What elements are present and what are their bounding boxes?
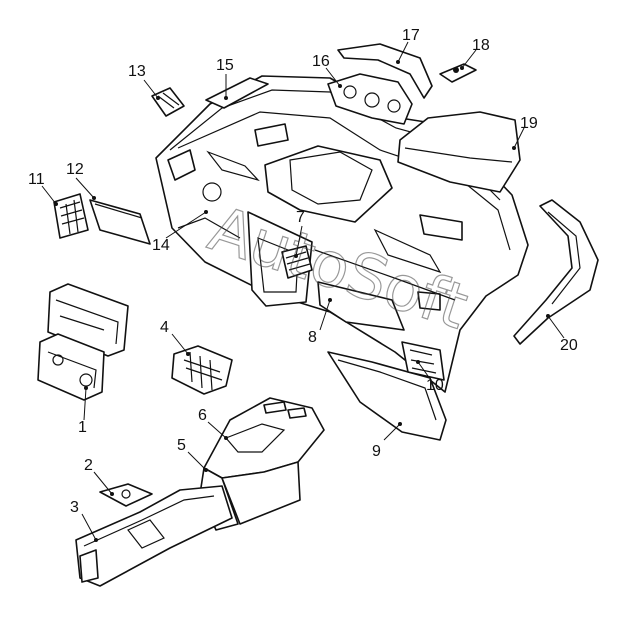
- part-4-switch-panel: [171, 345, 233, 395]
- callout-1: 1: [78, 419, 87, 436]
- part-10-switch-block: [401, 341, 445, 381]
- callout-9: 9: [372, 443, 381, 460]
- part-16-instrument-cluster: [327, 73, 413, 125]
- part-19-glovebox-lid: [397, 111, 521, 193]
- part-20-side-trim: [513, 199, 599, 345]
- callout-13: 13: [128, 63, 146, 80]
- callout-16: 16: [312, 53, 330, 70]
- callout-14: 14: [152, 237, 170, 254]
- callout-7: 7: [296, 209, 305, 226]
- callout-18: 18: [472, 37, 490, 54]
- part-11-vent-grille: [53, 193, 89, 239]
- part-13-small-vent: [151, 87, 185, 117]
- callout-4: 4: [160, 319, 169, 336]
- part-15-top-cover: [205, 77, 269, 109]
- callout-8: 8: [308, 329, 317, 346]
- part-18-small-switch: [439, 63, 477, 83]
- part-12-trim-strip: [89, 199, 151, 245]
- callout-11: 11: [28, 171, 45, 188]
- callout-6: 6: [198, 407, 207, 424]
- callout-17: 17: [402, 27, 420, 44]
- part-1-radio-unit: [37, 283, 129, 401]
- callout-19: 19: [520, 115, 538, 132]
- callout-15: 15: [216, 57, 234, 74]
- callout-labels: 1 2 3 4 5 6 7 8 9 10 11 12 13 14 15 16 1…: [28, 27, 578, 516]
- callout-12: 12: [66, 161, 84, 178]
- callout-20: 20: [560, 337, 578, 354]
- part-2-bracket: [99, 483, 153, 507]
- callout-10: 10: [426, 377, 444, 394]
- callout-3: 3: [70, 499, 79, 516]
- part-8-lower-panel: [317, 281, 405, 331]
- callout-2: 2: [84, 457, 93, 474]
- part-3-console-lower: [75, 485, 233, 587]
- part-17-cluster-cover: [337, 43, 433, 99]
- part-9-knee-panel: [327, 351, 447, 441]
- callout-5: 5: [177, 437, 186, 454]
- callout-leaders: [41, 41, 565, 542]
